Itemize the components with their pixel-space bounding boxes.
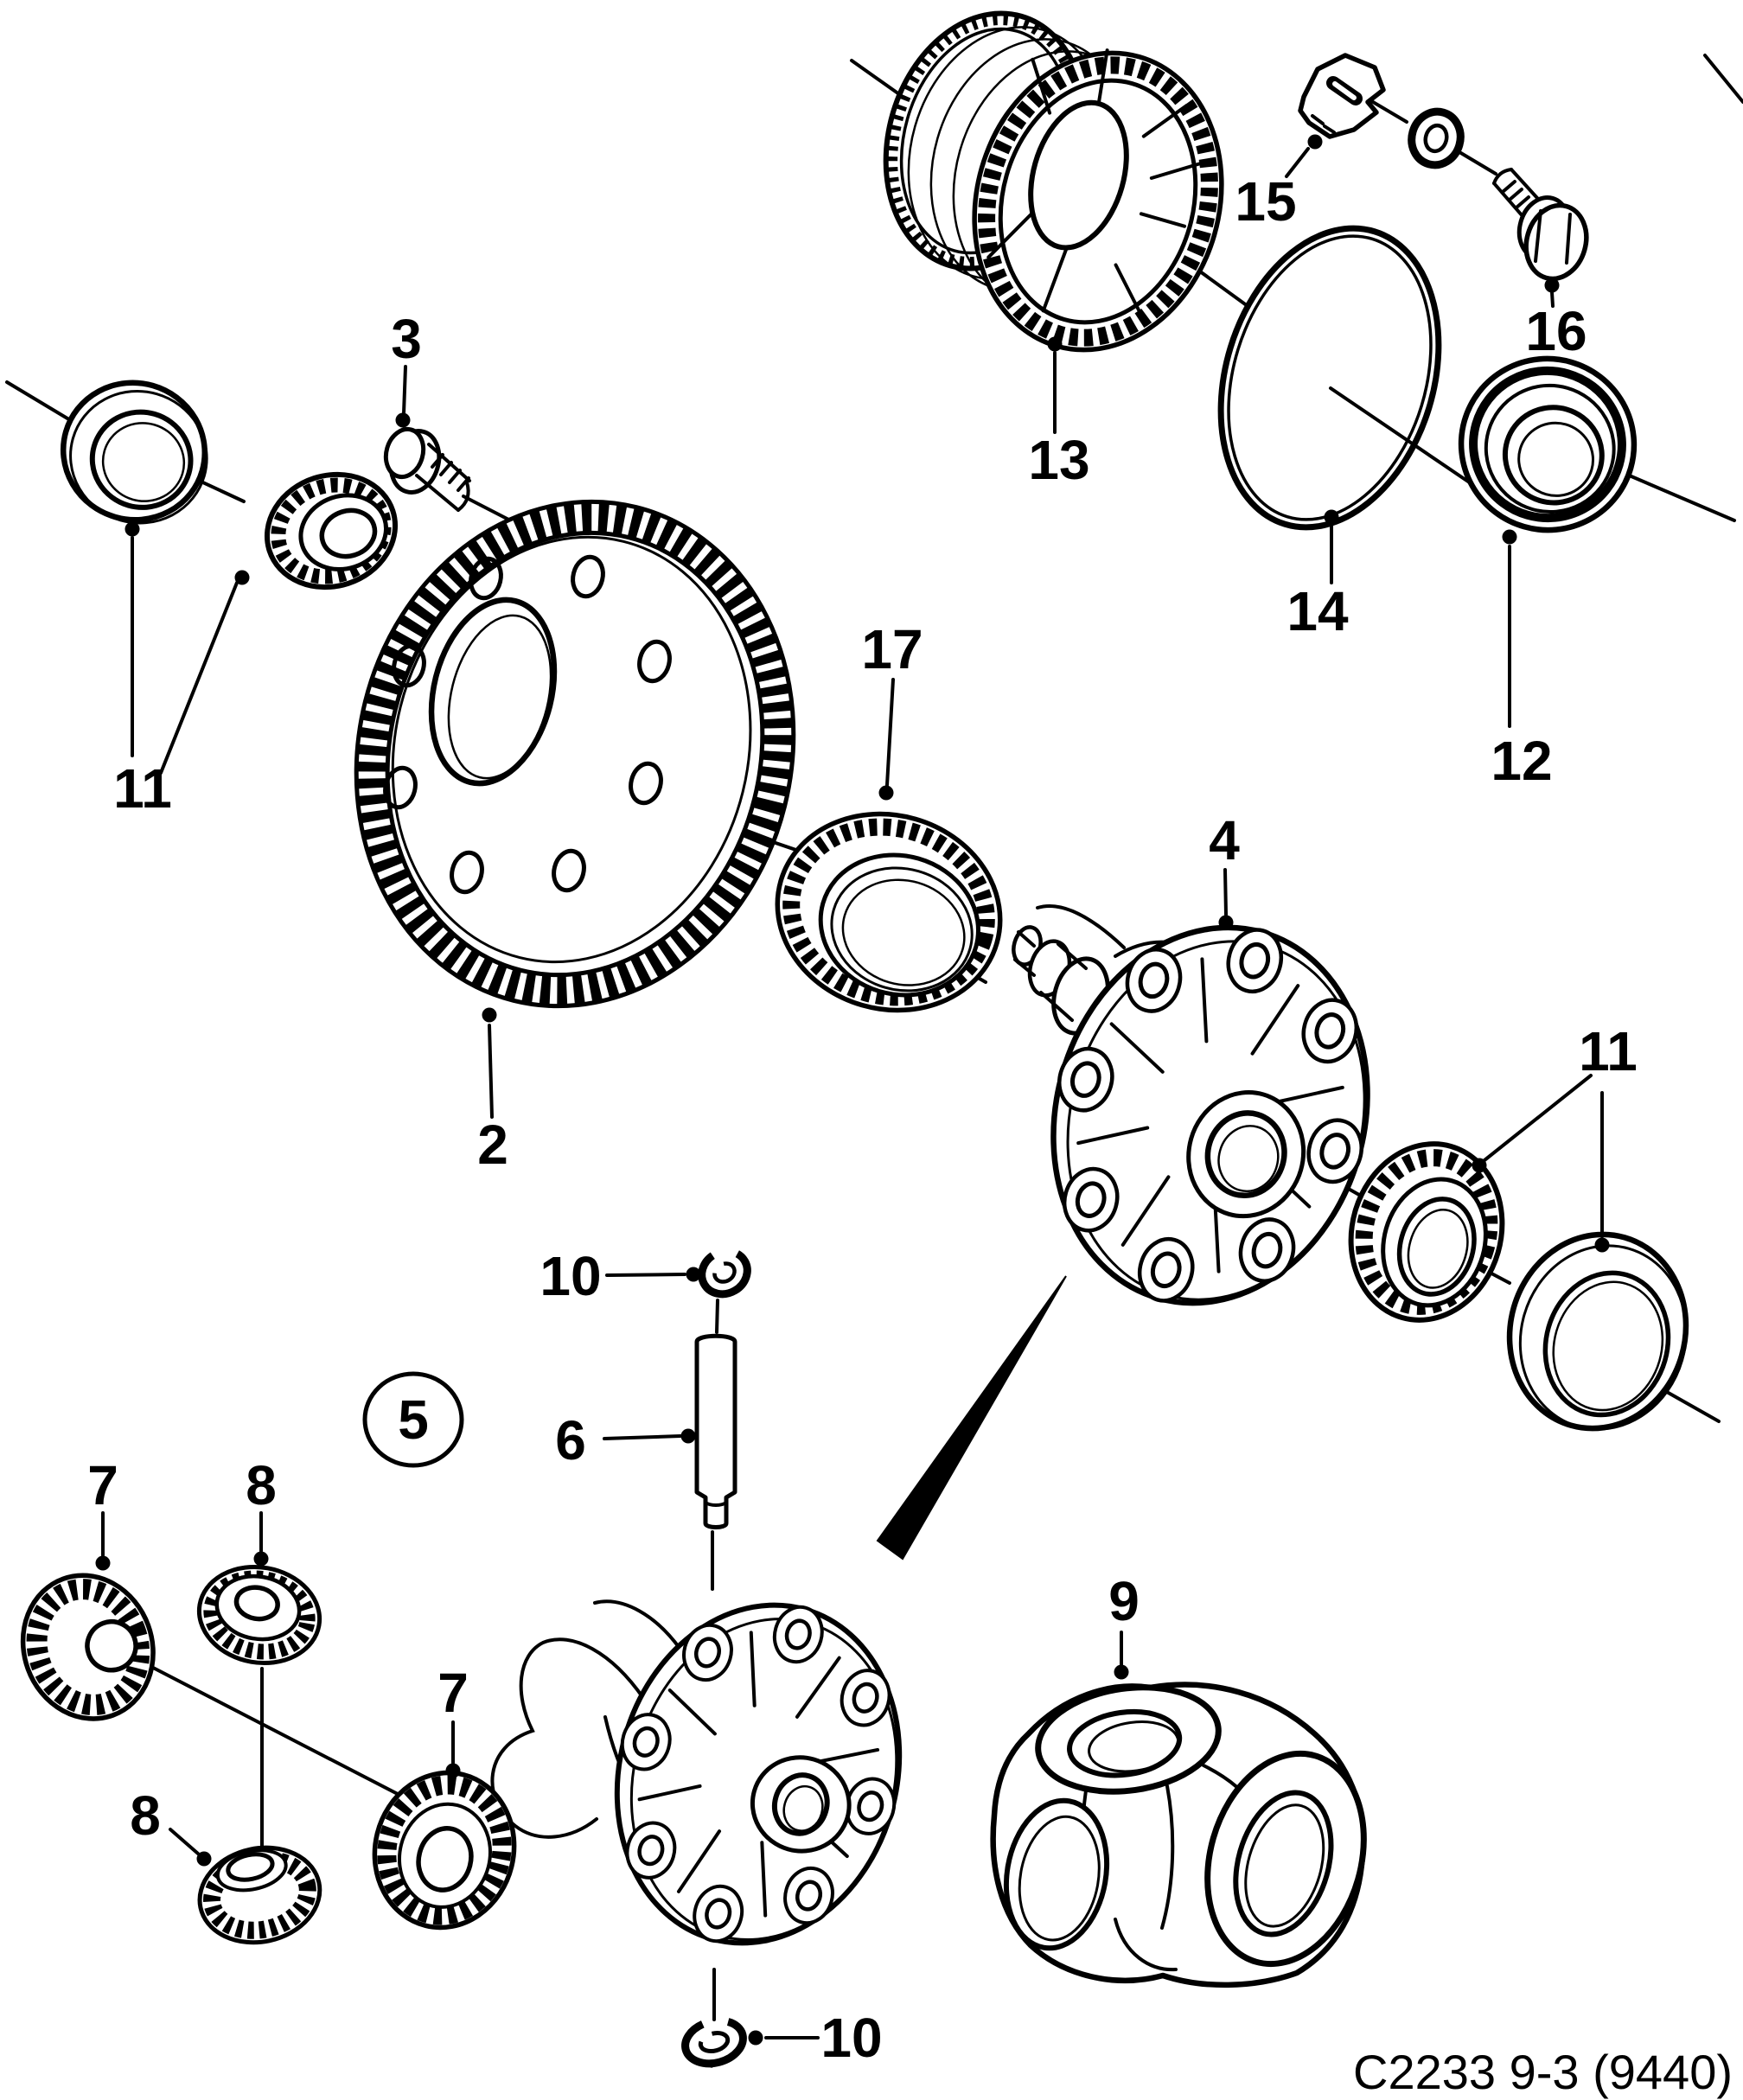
bearing-11-right-drawing xyxy=(1348,1141,1505,1323)
bolt-16-drawing xyxy=(1492,168,1589,282)
callout-10a: 10 xyxy=(540,1245,601,1307)
callout-12: 12 xyxy=(1491,730,1552,792)
side-gear-7-right-drawing xyxy=(372,1770,517,1931)
seal-left-drawing xyxy=(60,380,208,525)
circlip-10-bottom-drawing xyxy=(681,2016,747,2068)
callout-13: 13 xyxy=(1028,429,1089,491)
callout-2: 2 xyxy=(477,1114,508,1176)
callout-16: 16 xyxy=(1525,300,1587,362)
callout-10b: 10 xyxy=(820,2007,882,2069)
callout-3: 3 xyxy=(391,308,422,370)
callout-7b: 7 xyxy=(437,1662,469,1724)
case-5-drawing xyxy=(490,1599,903,1946)
oring-14-drawing xyxy=(1217,225,1442,531)
callout-7a: 7 xyxy=(87,1454,118,1516)
side-gear-7-left-drawing xyxy=(20,1573,156,1721)
ring-gear-2-drawing xyxy=(354,499,796,1009)
pin-6-drawing xyxy=(694,1333,737,1529)
part-callouts: 2 3 4 5 6 7 7 8 8 9 10 10 11 11 12 13 14 15 16 17 xyxy=(87,170,1638,2069)
seal-12-drawing xyxy=(1458,355,1638,533)
leader-lines xyxy=(101,147,1604,2039)
drum-13-drawing xyxy=(883,10,1224,353)
bracket-15-drawing xyxy=(1298,53,1386,139)
bolt-3-drawing xyxy=(383,426,471,512)
spider-block-9-drawing xyxy=(990,1682,1367,1988)
bearing-11-left-drawing xyxy=(264,471,399,590)
callout-17: 17 xyxy=(861,618,923,680)
circled-assembly-marker xyxy=(362,1371,464,1468)
callout-8b: 8 xyxy=(130,1784,161,1847)
callout-11a: 11 xyxy=(113,757,172,820)
figure-code: C2233 9-3 (9440) xyxy=(1353,2045,1733,2099)
callout-4: 4 xyxy=(1209,809,1240,871)
leader-dots xyxy=(95,134,1610,2046)
washer-drawing xyxy=(1408,107,1465,169)
tone-ring-17-drawing xyxy=(775,811,1003,1013)
callout-14: 14 xyxy=(1286,580,1349,642)
callout-5: 5 xyxy=(398,1388,429,1451)
bearing-cup-11-drawing xyxy=(1506,1231,1689,1432)
pinion-gear-8-top-drawing xyxy=(196,1564,322,1666)
callout-9: 9 xyxy=(1108,1570,1140,1632)
circlip-10-top-drawing xyxy=(698,1247,751,1299)
assembly-pointer-wedge xyxy=(876,1275,1067,1561)
pinion-gear-8-bottom-drawing xyxy=(197,1845,322,1945)
callout-11b: 11 xyxy=(1579,1020,1638,1082)
callout-6: 6 xyxy=(555,1409,586,1471)
housing-4-drawing xyxy=(1012,904,1370,1306)
callout-15: 15 xyxy=(1235,170,1296,233)
callout-8a: 8 xyxy=(246,1454,277,1516)
